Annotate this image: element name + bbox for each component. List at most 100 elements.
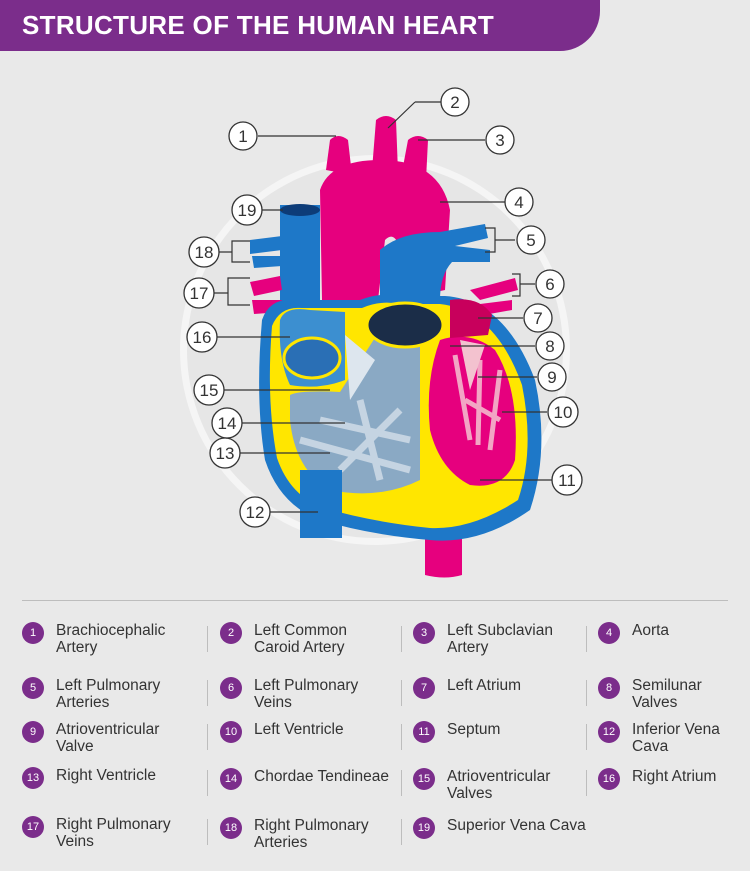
- legend-label: Atrioventricular Valves: [447, 768, 551, 802]
- legend-label: Semilunar Valves: [632, 677, 702, 711]
- legend-badge: 8: [598, 677, 620, 699]
- callout-8-num: 8: [545, 337, 554, 356]
- legend-badge: 17: [22, 816, 44, 838]
- callout-7: 7: [523, 303, 553, 333]
- legend-separator: [586, 680, 587, 706]
- legend-badge: 12: [598, 721, 620, 743]
- legend-badge: 5: [22, 677, 44, 699]
- callout-16: 16: [186, 321, 218, 353]
- legend-label: Superior Vena Cava: [447, 817, 586, 834]
- legend-badge: 7: [413, 677, 435, 699]
- legend-label: Aorta: [632, 622, 670, 639]
- legend-label: Left Atrium: [447, 677, 522, 694]
- legend-item-11: 11 Septum: [413, 721, 587, 743]
- legend-badge: 19: [413, 817, 435, 839]
- callout-10: 10: [547, 396, 579, 428]
- callout-15: 15: [193, 374, 225, 406]
- callout-12: 12: [239, 496, 271, 528]
- legend-label: Right Atrium: [632, 768, 717, 785]
- legend-label: Septum: [447, 721, 501, 738]
- legend-separator: [586, 626, 587, 652]
- callout-17: 17: [183, 277, 215, 309]
- aortic-opening: [365, 301, 445, 349]
- legend-label: Atrioventricular Valve: [56, 721, 160, 755]
- legend-item-6: 6 Left Pulmonary Veins: [220, 677, 394, 711]
- legend-separator: [207, 819, 208, 845]
- leader-lines: [214, 101, 553, 513]
- callout-13-num: 13: [216, 444, 235, 463]
- svc-opening: [280, 204, 320, 216]
- legend-label: Left Pulmonary Arteries: [56, 677, 161, 711]
- legend-item-2: 2 Left Common Caroid Artery: [220, 622, 394, 656]
- legend-badge: 15: [413, 768, 435, 790]
- callout-2: 2: [440, 87, 470, 117]
- legend-label: Inferior Vena Cava: [632, 721, 720, 755]
- legend-badge: 11: [413, 721, 435, 743]
- legend-item-9: 9 Atrioventricular Valve: [22, 721, 196, 755]
- legend-badge: 1: [22, 622, 44, 644]
- callout-17-num: 17: [190, 284, 209, 303]
- legend-label: Right Pulmonary Arteries: [254, 817, 369, 851]
- legend-label: Right Ventricle: [56, 767, 156, 784]
- callout-9-num: 9: [547, 368, 556, 387]
- callout-13: 13: [209, 437, 241, 469]
- callout-1-num: 1: [238, 127, 247, 146]
- legend-badge: 3: [413, 622, 435, 644]
- callout-4-num: 4: [514, 193, 523, 212]
- legend-label: Left Ventricle: [254, 721, 344, 738]
- callout-18: 18: [188, 236, 220, 268]
- left-ventricle-shape: [428, 336, 516, 486]
- av-valve-left: [460, 340, 485, 390]
- legend-item-1: 1 Brachiocephalic Artery: [22, 622, 196, 656]
- legend-badge: 16: [598, 768, 620, 790]
- common-carotid-shape: [372, 116, 398, 172]
- left-atrium-shape: [450, 299, 492, 338]
- legend-separator: [207, 626, 208, 652]
- legend-badge: 18: [220, 817, 242, 839]
- legend-label: Left Subclavian Artery: [447, 622, 553, 656]
- callout-11-num: 11: [558, 471, 576, 490]
- callout-6-num: 6: [545, 275, 554, 294]
- legend-badge: 9: [22, 721, 44, 743]
- callout-10-num: 10: [554, 403, 573, 422]
- callout-6: 6: [535, 269, 565, 299]
- legend-separator: [401, 770, 402, 796]
- legend-item-12: 12 Inferior Vena Cava: [598, 721, 742, 755]
- inferior-vena-cava-shape: [300, 470, 342, 538]
- callout-14-num: 14: [218, 414, 237, 433]
- page-title: STRUCTURE OF THE HUMAN HEART: [22, 10, 495, 40]
- callout-14: 14: [211, 407, 243, 439]
- legend-divider: [22, 600, 728, 601]
- legend-separator: [401, 819, 402, 845]
- legend-label: Right Pulmonary Veins: [56, 816, 171, 850]
- callout-7-num: 7: [533, 309, 542, 328]
- ra-opening: [282, 336, 342, 380]
- legend-badge: 6: [220, 677, 242, 699]
- legend-label: Left Pulmonary Veins: [254, 677, 359, 711]
- callout-3-num: 3: [495, 131, 504, 150]
- callout-9: 9: [537, 362, 567, 392]
- title-banner: STRUCTURE OF THE HUMAN HEART: [0, 0, 600, 51]
- legend-item-19: 19 Superior Vena Cava: [413, 817, 587, 839]
- callout-5: 5: [516, 225, 546, 255]
- legend-item-18: 18 Right Pulmonary Arteries: [220, 817, 394, 851]
- av-valve-right: [345, 335, 375, 400]
- callout-18-num: 18: [195, 243, 214, 262]
- callout-16-num: 16: [193, 328, 212, 347]
- legend-item-3: 3 Left Subclavian Artery: [413, 622, 587, 656]
- legend-separator: [586, 770, 587, 796]
- legend-label: Left Common Caroid Artery: [254, 622, 348, 656]
- heart-diagram: 1 2 3 4 5 6 7 8 9 10 11 12 13 14 15 16 1…: [180, 87, 583, 578]
- legend-separator: [401, 680, 402, 706]
- legend-separator: [207, 724, 208, 750]
- legend-label: Brachiocephalic Artery: [56, 622, 166, 656]
- legend-item-17: 17 Right Pulmonary Veins: [22, 816, 196, 850]
- legend-item-16: 16 Right Atrium: [598, 768, 742, 790]
- callout-8: 8: [535, 331, 565, 361]
- callout-12-num: 12: [246, 503, 265, 522]
- callout-19: 19: [231, 194, 263, 226]
- legend-badge: 2: [220, 622, 242, 644]
